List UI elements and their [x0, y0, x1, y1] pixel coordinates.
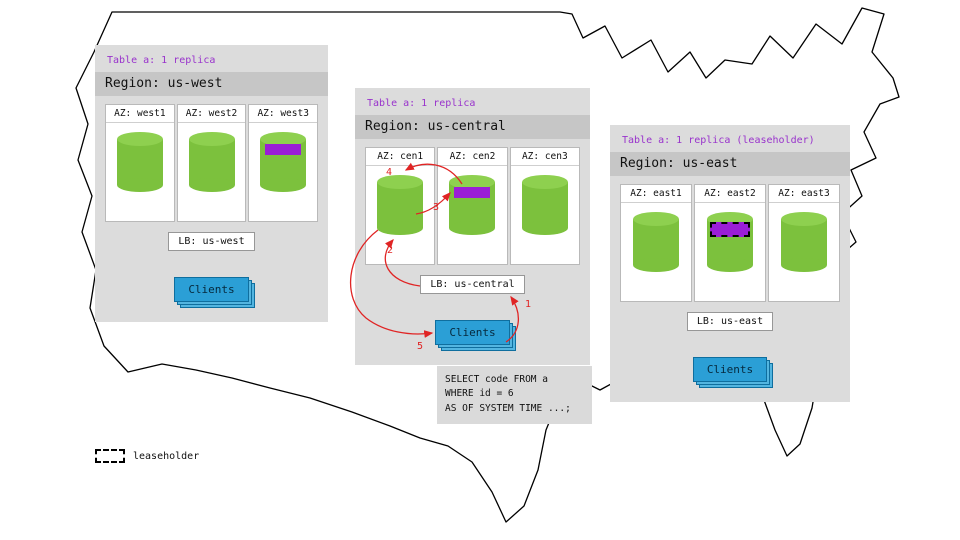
az-box-cen2: AZ: cen2	[437, 147, 508, 265]
load-balancer: LB: us-central	[420, 275, 525, 294]
leaseholder-swatch-icon	[95, 449, 125, 463]
db-cylinder	[633, 212, 679, 272]
clients-stack: Clients	[174, 277, 255, 308]
leaseholder-band	[710, 222, 750, 237]
region-card-us-east: Table a: 1 replica (leaseholder) Region:…	[610, 125, 850, 402]
region-title: Region: us-west	[95, 72, 328, 96]
az-box-east2: AZ: east2	[694, 184, 766, 302]
table-replica-label: Table a: 1 replica	[367, 98, 476, 109]
region-card-us-west: Table a: 1 replica Region: us-west AZ: w…	[95, 45, 328, 322]
az-label: AZ: west1	[106, 105, 174, 123]
az-box-east3: AZ: east3	[768, 184, 840, 302]
clients-box: Clients	[692, 357, 768, 382]
az-row: AZ: east1 AZ: east2 AZ: east3	[620, 184, 840, 302]
sql-line: WHERE id = 6	[445, 388, 514, 400]
replica-band	[265, 144, 302, 155]
region-card-us-central: Table a: 1 replica Region: us-central AZ…	[355, 88, 590, 365]
clients-stack: Clients	[435, 320, 516, 351]
legend: leaseholder	[95, 449, 199, 463]
az-row: AZ: cen1 AZ: cen2 AZ: cen3	[365, 147, 580, 265]
az-box-cen3: AZ: cen3	[509, 147, 580, 265]
sql-line: SELECT code FROM a	[445, 374, 548, 385]
az-label: AZ: cen2	[438, 148, 507, 166]
clients-box: Clients	[174, 277, 249, 302]
db-cylinder	[781, 212, 827, 272]
sql-line: AS OF SYSTEM TIME ...;	[445, 402, 571, 414]
az-label: AZ: west3	[249, 105, 318, 123]
az-label: AZ: east3	[769, 185, 839, 203]
az-box-cen1: AZ: cen1	[365, 147, 436, 265]
az-label: AZ: cen1	[366, 148, 435, 166]
db-cylinder	[116, 132, 163, 192]
az-box-west1: AZ: west1	[105, 104, 175, 222]
table-replica-label: Table a: 1 replica (leaseholder)	[622, 135, 815, 146]
sql-annotation: SELECT code FROM a WHERE id = 6 AS OF SY…	[437, 366, 592, 424]
region-title: Region: us-east	[610, 152, 850, 176]
az-label: AZ: east1	[621, 185, 691, 203]
load-balancer: LB: us-east	[686, 312, 774, 331]
az-box-west2: AZ: west2	[176, 104, 247, 222]
az-label: AZ: west2	[177, 105, 246, 123]
table-replica-label: Table a: 1 replica	[107, 55, 216, 66]
az-box-east1: AZ: east1	[620, 184, 692, 302]
db-cylinder	[449, 175, 496, 235]
load-balancer: LB: us-west	[168, 232, 255, 251]
legend-label: leaseholder	[133, 450, 200, 462]
db-cylinder	[521, 175, 568, 235]
region-title: Region: us-central	[355, 115, 590, 139]
clients-box: Clients	[435, 320, 510, 345]
db-cylinder	[260, 132, 307, 192]
replica-band	[454, 187, 491, 198]
db-cylinder	[188, 132, 235, 192]
az-label: AZ: east2	[695, 185, 765, 203]
db-cylinder	[377, 175, 424, 235]
az-label: AZ: cen3	[510, 148, 579, 166]
db-cylinder	[707, 212, 753, 272]
clients-stack: Clients	[692, 357, 774, 388]
az-box-west3: AZ: west3	[248, 104, 319, 222]
az-row: AZ: west1 AZ: west2 AZ: west3	[105, 104, 319, 222]
